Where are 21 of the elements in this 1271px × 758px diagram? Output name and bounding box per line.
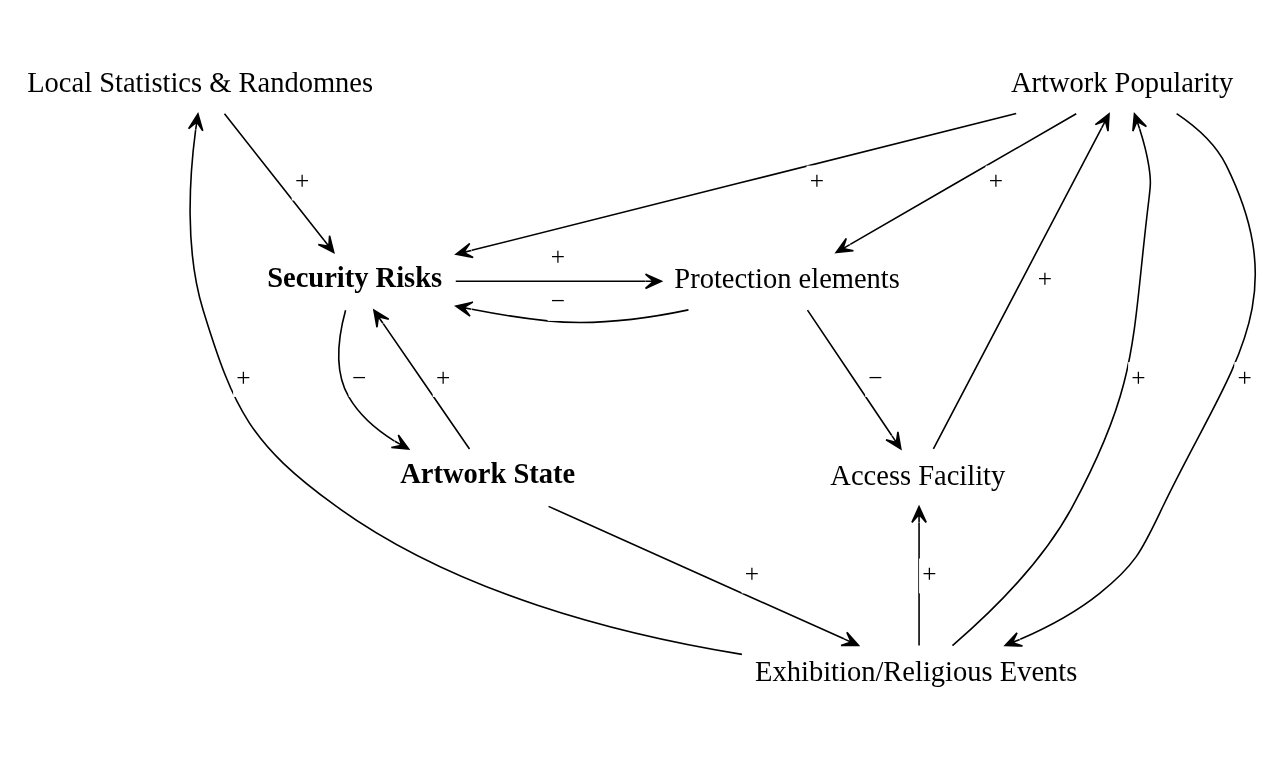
node-text: Protection elements — [674, 262, 900, 294]
edge-label: + — [1131, 362, 1146, 391]
edge-label: − — [351, 362, 367, 391]
edge-label: + — [1237, 362, 1252, 391]
edge-label: − — [868, 362, 883, 391]
node-text: Access Facility — [830, 459, 1006, 491]
edge-label: − — [550, 285, 566, 314]
edge-label: + — [1037, 263, 1053, 292]
node-text: Security Risks — [267, 261, 443, 293]
node-text: Local Statistics & Randomnes — [27, 66, 374, 98]
edge-label: + — [809, 165, 825, 194]
node-text: Artwork Popularity — [1010, 66, 1234, 98]
edge-label: + — [744, 558, 760, 587]
edge-label: + — [988, 165, 1004, 194]
node-text: Artwork State — [400, 457, 576, 489]
node-text: Exhibition/Religious Events — [755, 655, 1078, 687]
edge-label: + — [550, 241, 566, 270]
edge-label: + — [236, 362, 251, 391]
edge-label: + — [294, 165, 310, 194]
edge-label: + — [922, 558, 937, 587]
edge-label: + — [435, 362, 451, 391]
